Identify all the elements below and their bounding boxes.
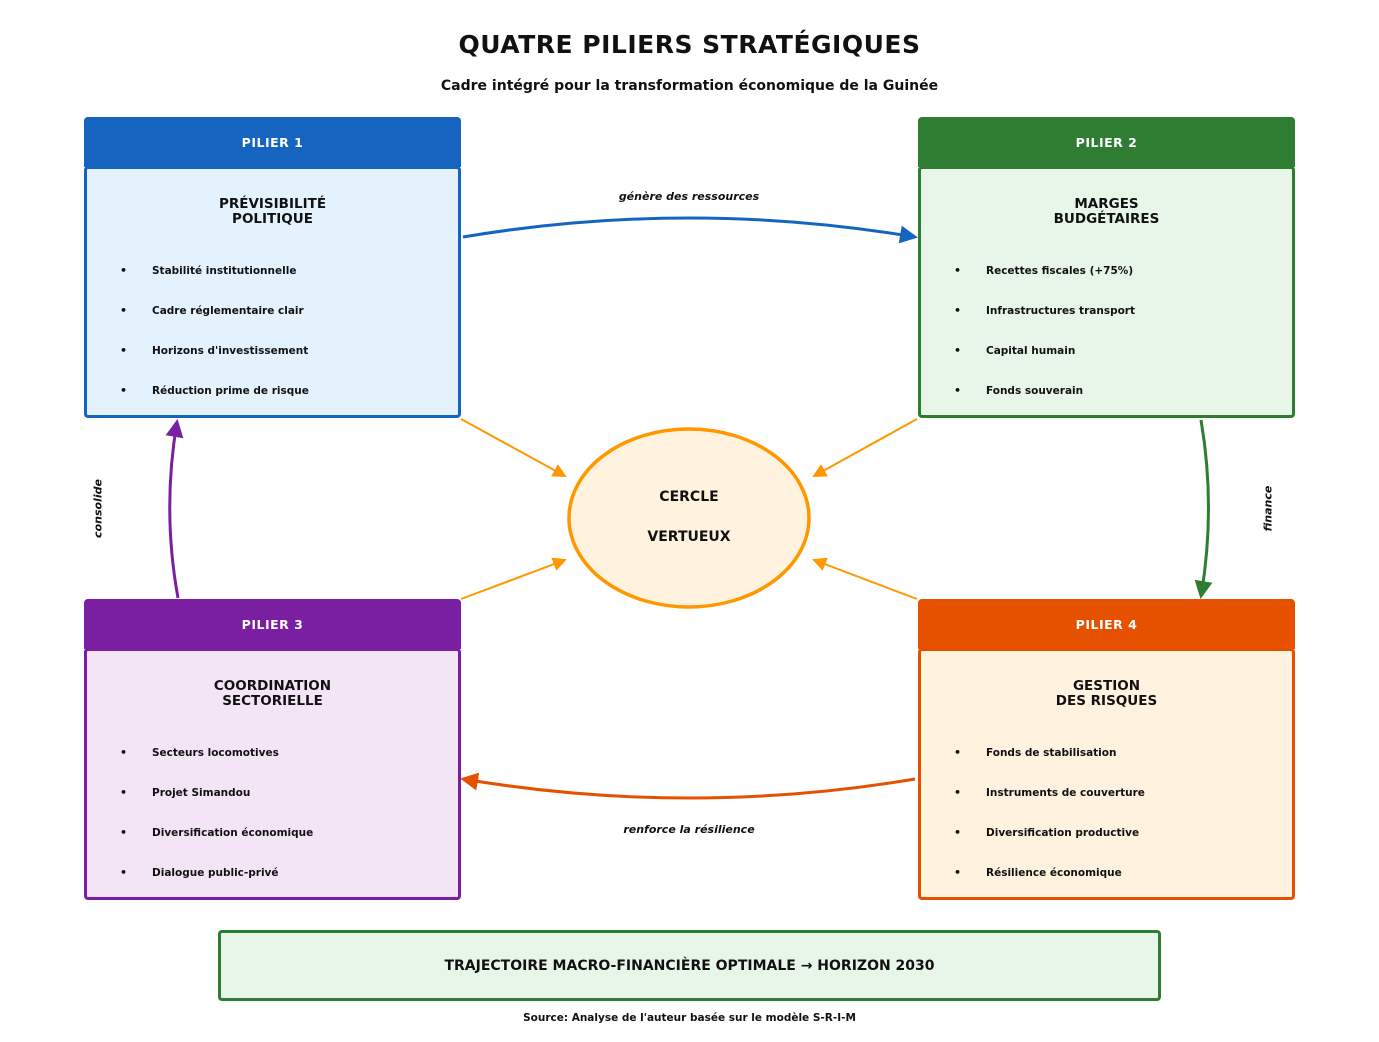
bullet-icon: • [120, 384, 128, 397]
link-label-p3-p1: consolide [91, 479, 105, 538]
pillar-body: MARGES BUDGÉTAIRES •Recettes fiscales (+… [918, 166, 1295, 418]
bullet-icon: • [954, 384, 962, 397]
pillar-body: GESTION DES RISQUES •Fonds de stabilisat… [918, 648, 1295, 900]
virtuous-circle [567, 427, 811, 609]
bullet-icon: • [120, 304, 128, 317]
pillar-card-4: PILIER 4 GESTION DES RISQUES •Fonds de s… [918, 599, 1295, 900]
diagram-subtitle: Cadre intégré pour la transformation éco… [440, 78, 939, 94]
pillar-title: COORDINATION SECTORIELLE [213, 678, 332, 709]
list-item: •Cadre réglementaire clair [120, 304, 304, 317]
pillar-card-1: PILIER 1 PRÉVISIBILITÉ POLITIQUE •Stabil… [84, 117, 461, 418]
arrow-p1-to-center [460, 418, 567, 477]
list-item: •Diversification économique [120, 826, 314, 839]
arrow-p2-to-p4 [1194, 419, 1213, 599]
bullet-icon: • [120, 786, 128, 799]
bullet-icon: • [954, 746, 962, 759]
pillar-item-list: •Stabilité institutionnelle •Cadre régle… [87, 264, 458, 425]
arrow-p2-to-center [812, 418, 918, 477]
arrow-p4-to-p3 [460, 772, 916, 800]
pillar-header: PILIER 2 [918, 117, 1295, 167]
pillar-item-list: •Secteurs locomotives •Projet Simandou •… [87, 746, 458, 907]
center-label-line2: VERTUEUX [647, 529, 731, 545]
bullet-icon: • [954, 826, 962, 839]
pillar-header: PILIER 4 [918, 599, 1295, 649]
center-label-line1: CERCLE [659, 489, 719, 505]
pillar-card-3: PILIER 3 COORDINATION SECTORIELLE •Secte… [84, 599, 461, 900]
pillar-title: PRÉVISIBILITÉ POLITIQUE [218, 196, 327, 227]
list-item: •Résilience économique [954, 866, 1122, 879]
pillar-body: PRÉVISIBILITÉ POLITIQUE •Stabilité insti… [84, 166, 461, 418]
pillar-header: PILIER 1 [84, 117, 461, 167]
list-item: •Recettes fiscales (+75%) [954, 264, 1134, 277]
list-item: •Capital humain [954, 344, 1076, 357]
list-item: •Horizons d'investissement [120, 344, 309, 357]
source-note: Source: Analyse de l'auteur basée sur le… [523, 1012, 856, 1024]
pillar-item-list: •Fonds de stabilisation •Instruments de … [921, 746, 1292, 907]
diagram-title: QUATRE PILIERS STRATÉGIQUES [458, 30, 921, 59]
arrow-p4-to-center [812, 557, 918, 600]
bullet-icon: • [120, 866, 128, 879]
list-item: •Réduction prime de risque [120, 384, 309, 397]
pillar-header: PILIER 3 [84, 599, 461, 649]
bullet-icon: • [120, 746, 128, 759]
bullet-icon: • [954, 344, 962, 357]
arrow-p1-to-p2 [462, 216, 918, 244]
list-item: •Dialogue public-privé [120, 866, 279, 879]
list-item: •Diversification productive [954, 826, 1140, 839]
bullet-icon: • [120, 344, 128, 357]
bullet-icon: • [954, 264, 962, 277]
pillar-title: MARGES BUDGÉTAIRES [1053, 196, 1160, 227]
pillar-title: GESTION DES RISQUES [1055, 678, 1158, 709]
pillar-body: COORDINATION SECTORIELLE •Secteurs locom… [84, 648, 461, 900]
list-item: •Secteurs locomotives [120, 746, 279, 759]
bullet-icon: • [954, 866, 962, 879]
pillar-item-list: •Recettes fiscales (+75%) •Infrastructur… [921, 264, 1292, 425]
list-item: •Fonds souverain [954, 384, 1084, 397]
arrow-p3-to-center [460, 557, 567, 600]
list-item: •Fonds de stabilisation [954, 746, 1117, 759]
bullet-icon: • [954, 304, 962, 317]
bullet-icon: • [120, 264, 128, 277]
link-label-p2-p4: finance [1261, 485, 1275, 532]
list-item: •Projet Simandou [120, 786, 251, 799]
bullet-icon: • [120, 826, 128, 839]
bullet-icon: • [954, 786, 962, 799]
list-item: •Instruments de couverture [954, 786, 1145, 799]
arrow-p3-to-p1 [165, 419, 184, 599]
link-label-p1-p2: génère des ressources [618, 190, 760, 203]
list-item: •Infrastructures transport [954, 304, 1135, 317]
link-label-p4-p3: renforce la résilience [623, 823, 755, 836]
pillar-card-2: PILIER 2 MARGES BUDGÉTAIRES •Recettes fi… [918, 117, 1295, 418]
trajectory-banner: TRAJECTOIRE MACRO-FINANCIÈRE OPTIMALE → … [218, 930, 1161, 1001]
list-item: •Stabilité institutionnelle [120, 264, 297, 277]
